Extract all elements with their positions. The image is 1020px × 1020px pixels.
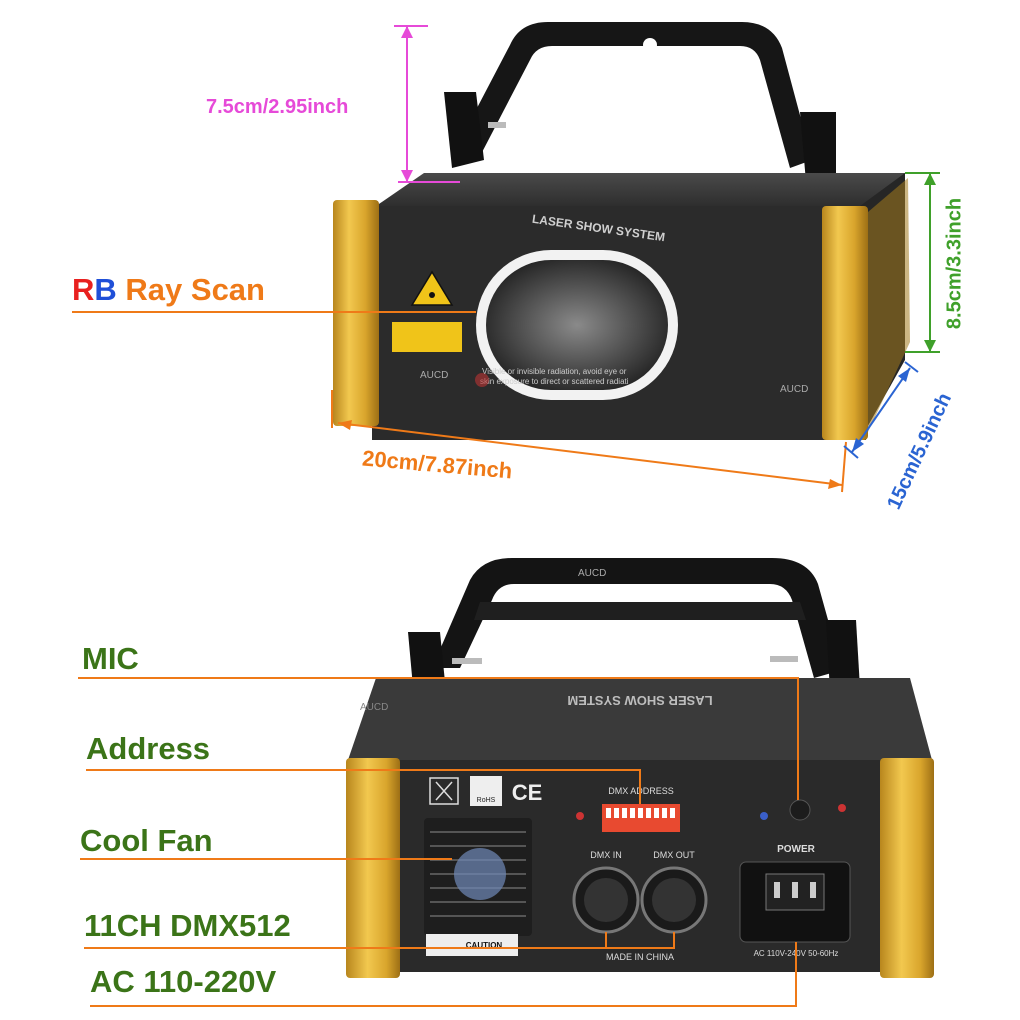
warning-text: Visible or invisible radiation, avoid ey… [482, 367, 627, 376]
mic-callout: MIC [82, 641, 139, 676]
handle [455, 22, 812, 168]
power-callout-line [90, 942, 797, 1007]
warning-sticker [392, 322, 462, 352]
dmx-in-label: DMX IN [590, 850, 622, 860]
back-top-face [348, 678, 932, 760]
fan-callout: Cool Fan [80, 823, 213, 858]
brand-watermark-handle: AUCD [578, 568, 606, 579]
ce-mark: CE [512, 780, 543, 805]
made-in-label: MADE IN CHINA [606, 952, 674, 962]
dmx-callout: 11CH DMX512 [84, 908, 291, 943]
back-view-illustration: LASER SHOW SYSTEM RoHS CE DMX ADDRESS DM… [78, 558, 934, 1007]
power-label: POWER [777, 844, 816, 855]
weee-icon [429, 777, 459, 805]
led-indicator [576, 812, 584, 820]
laser-burst-icon [475, 373, 489, 387]
svg-text:RoHS: RoHS [477, 797, 496, 804]
height-body-label: 8.5cm/3.3inch [943, 197, 966, 330]
brand-watermark-2: AUCD [780, 384, 808, 395]
back-gold-cap-right [880, 758, 934, 978]
address-callout-line [86, 769, 641, 804]
ray-scan-text: Ray Scan [125, 272, 265, 307]
knob-left [444, 92, 484, 168]
front-view-illustration: LASER SHOW SYSTEM Visible or invisible r… [72, 22, 940, 493]
depth-dimension-line [851, 367, 911, 453]
address-callout: Address [86, 731, 211, 766]
svg-text:CAUTION: CAUTION [466, 941, 503, 950]
top-face [376, 173, 905, 206]
dmx-out-label: DMX OUT [653, 850, 695, 860]
brand-watermark-1: AUCD [420, 370, 448, 381]
caution-label-box [426, 934, 518, 956]
gold-cap-right [822, 206, 868, 440]
back-knob-right [826, 620, 860, 692]
power-callout: AC 110-220V [90, 964, 277, 999]
mic-hole [789, 799, 811, 821]
rohs-icon [470, 776, 502, 806]
knob-right [800, 112, 836, 182]
laser-warning-icon [410, 270, 454, 306]
dmx-callout-line [84, 932, 675, 949]
brand-watermark-back: AUCD [360, 702, 388, 713]
laser-window [486, 260, 668, 390]
width-dimension-line [337, 422, 843, 486]
ray-scan-prefix-b: B [94, 272, 117, 307]
system-name-back: LASER SHOW SYSTEM [567, 693, 712, 708]
back-gold-cap-left [346, 758, 400, 978]
ray-scan-label: RB Ray Scan [72, 272, 265, 308]
ray-scan-prefix-r: R [72, 272, 95, 307]
fan-blades [454, 848, 506, 900]
mic-callout-line [78, 677, 799, 800]
height-top-label: 7.5cm/2.95inch [206, 96, 349, 118]
svg-text:skin exposure to direct or sca: skin exposure to direct or scattered rad… [480, 377, 629, 386]
handle-hole [643, 38, 657, 52]
back-handle [432, 558, 842, 678]
blue-button [760, 812, 768, 820]
